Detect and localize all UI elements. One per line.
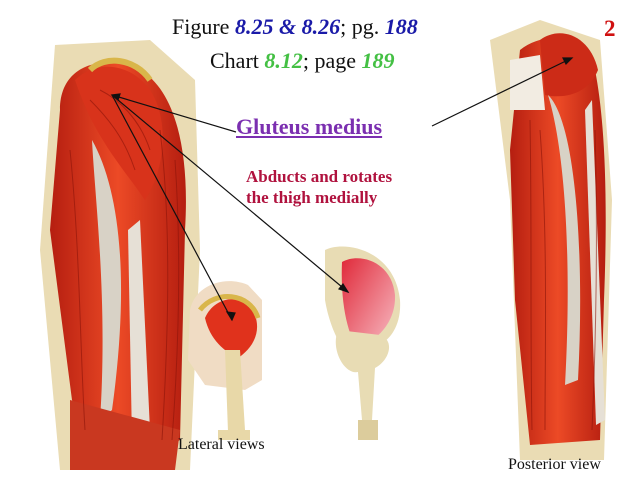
figure-prefix: Figure	[172, 14, 235, 39]
lateral-thigh-illustration	[40, 40, 200, 470]
chart-mid: ; page	[302, 48, 362, 73]
lateral-views-caption: Lateral views	[178, 436, 265, 453]
pointer-lines	[110, 57, 574, 322]
figure-mid: ; pg.	[340, 14, 385, 39]
posterior-thigh-illustration	[490, 20, 612, 460]
slide-number: 2	[604, 16, 616, 41]
chart-number: 8.12	[264, 48, 303, 73]
action-line-2: the thigh medially	[246, 188, 378, 207]
figure-page: 188	[384, 14, 418, 39]
lateral-hip-illustration-small	[188, 281, 262, 440]
isolated-muscle-illustration	[325, 246, 401, 440]
chart-page: 189	[361, 48, 395, 73]
muscle-name: Gluteus medius	[236, 114, 383, 139]
chart-reference: Chart 8.12; page 189	[210, 48, 395, 74]
muscle-action: Abducts and rotates the thigh medially	[246, 166, 392, 208]
figure-numbers: 8.25 & 8.26	[234, 14, 341, 39]
posterior-view-caption: Posterior view	[508, 456, 601, 473]
chart-prefix: Chart	[210, 48, 265, 73]
figure-reference: Figure 8.25 & 8.26; pg. 188	[172, 14, 418, 40]
action-line-1: Abducts and rotates	[246, 167, 393, 186]
